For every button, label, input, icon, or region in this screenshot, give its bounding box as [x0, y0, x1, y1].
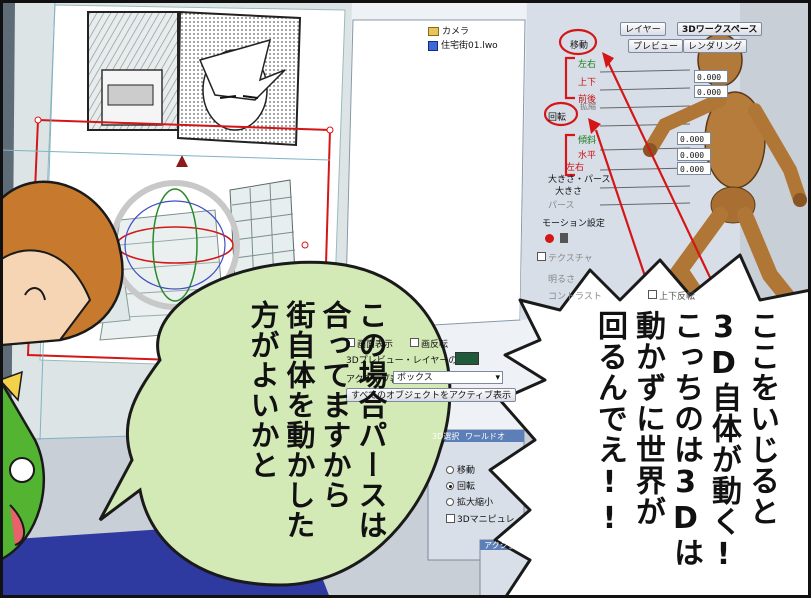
up-down-flip-label: 上下反転 [659, 292, 696, 302]
manipulator-checkbox[interactable] [446, 514, 455, 523]
size-label: 大きさ [555, 187, 583, 197]
flip-label: 画反転 [421, 340, 449, 350]
active-display-select[interactable]: ボックス [393, 371, 503, 385]
perspective-label: パース [548, 201, 575, 211]
texture-checkbox[interactable] [537, 252, 546, 261]
bubble-right-line-1: ここをいじると [744, 310, 779, 527]
move-lr-label: 左右 [578, 60, 597, 70]
select-move-label: 移動 [457, 466, 476, 476]
move-ud-field[interactable]: 0.000 [694, 85, 728, 98]
rotate-group-label[interactable]: 回転 [548, 113, 567, 123]
move-lr-field[interactable]: 0.000 [694, 70, 728, 83]
active-display-label: アクティブ表示: [346, 375, 412, 385]
select-rotate-label: 回転 [457, 482, 476, 492]
bubble-right-line-3: こっちのは3Dは [668, 310, 703, 568]
bubble-right-line-4: 動かずに世界が [630, 310, 665, 527]
tree-model-label[interactable]: 住宅街01.lwo [428, 38, 498, 51]
tree-camera-text: カメラ [442, 27, 470, 37]
select-rotate-radio[interactable] [446, 482, 454, 490]
preview-layer-color-label: 3Dプレビュー・レイヤーの色: [346, 356, 470, 366]
preview-button[interactable]: プレビュー [628, 39, 684, 53]
move-scale-label: 拡縮 [580, 102, 596, 111]
size-perspective-label: 大きさ・パース [548, 175, 611, 185]
bubble-right-line-5: 回るんでえ!! [592, 310, 627, 537]
rotate-lr-label: 左右 [566, 163, 585, 173]
record-icon[interactable] [545, 234, 554, 243]
move-group-label[interactable]: 移動 [570, 41, 589, 51]
flip-checkbox[interactable] [410, 338, 419, 347]
select-scale-radio[interactable] [446, 498, 454, 506]
move-ud-label: 上下 [578, 78, 597, 88]
bubble-left-line-3: 街自体を動かした [282, 300, 316, 540]
speech-bubble-right [488, 253, 811, 598]
boy-character [0, 180, 124, 347]
contrast-label: コントラスト [548, 292, 602, 302]
bg-display-label: 画面表示 [357, 340, 394, 350]
select-move-radio[interactable] [446, 466, 454, 474]
bubble-left-line-1: この場合パースは [354, 300, 388, 540]
tree-camera-label[interactable]: カメラ [428, 24, 469, 37]
frog-character [0, 370, 46, 562]
rotate-tilt-label: 傾斜 [578, 136, 597, 146]
tab-layer[interactable]: レイヤー [620, 22, 666, 36]
property-panel [520, 0, 740, 320]
up-down-flip-checkbox[interactable] [648, 290, 657, 299]
rotate-tilt-field[interactable]: 0.000 [677, 132, 711, 145]
action-panel-title: アクショ [484, 541, 516, 550]
bubble-right-text: ここをいじると 3D自体が動く! こっちのは3Dは 動かずに世界が 回るんでえ!… [590, 310, 780, 573]
select-scale-label: 拡大縮小 [457, 498, 494, 508]
select-panel-title: 3D選択 [432, 432, 460, 441]
select-panel-title2: ワールドオ [465, 432, 505, 441]
bubble-left-line-2: 合ってますから [318, 300, 352, 510]
rotate-lr-field[interactable]: 0.000 [677, 162, 711, 175]
folder-icon [428, 27, 439, 36]
rotate-horizontal-field[interactable]: 0.000 [677, 148, 711, 161]
texture-label: テクスチャ [548, 254, 593, 264]
manipulator-label: 3Dマニピュレ [457, 515, 515, 525]
brightness-label: 明るさ [548, 275, 576, 285]
bubble-right-line-2: 3D自体が動く! [706, 310, 741, 573]
tab-3d-workspace[interactable]: 3Dワークスペース [677, 22, 763, 36]
motion-label: モーション設定 [542, 219, 605, 229]
layer-color-swatch[interactable] [455, 352, 479, 365]
rendering-button[interactable]: レンダリング [683, 39, 748, 53]
bubble-left-text: この場合パースは 合ってますから 街自体を動かした 方がよいかと [245, 300, 389, 540]
move-fb-label: 前後 [578, 95, 597, 105]
tree-model-text: 住宅街01.lwo [441, 41, 498, 51]
motion-file-icon[interactable] [560, 233, 568, 243]
speech-bubble-left [98, 260, 452, 587]
cube-icon [428, 40, 438, 51]
bg-display-checkbox[interactable] [346, 338, 355, 347]
rotate-horizontal-label: 水平 [578, 151, 597, 161]
all-objects-active-button[interactable]: すべてのオブジェクトをアクティブ表示 [346, 388, 517, 402]
bubble-left-line-4: 方がよいかと [246, 300, 280, 480]
